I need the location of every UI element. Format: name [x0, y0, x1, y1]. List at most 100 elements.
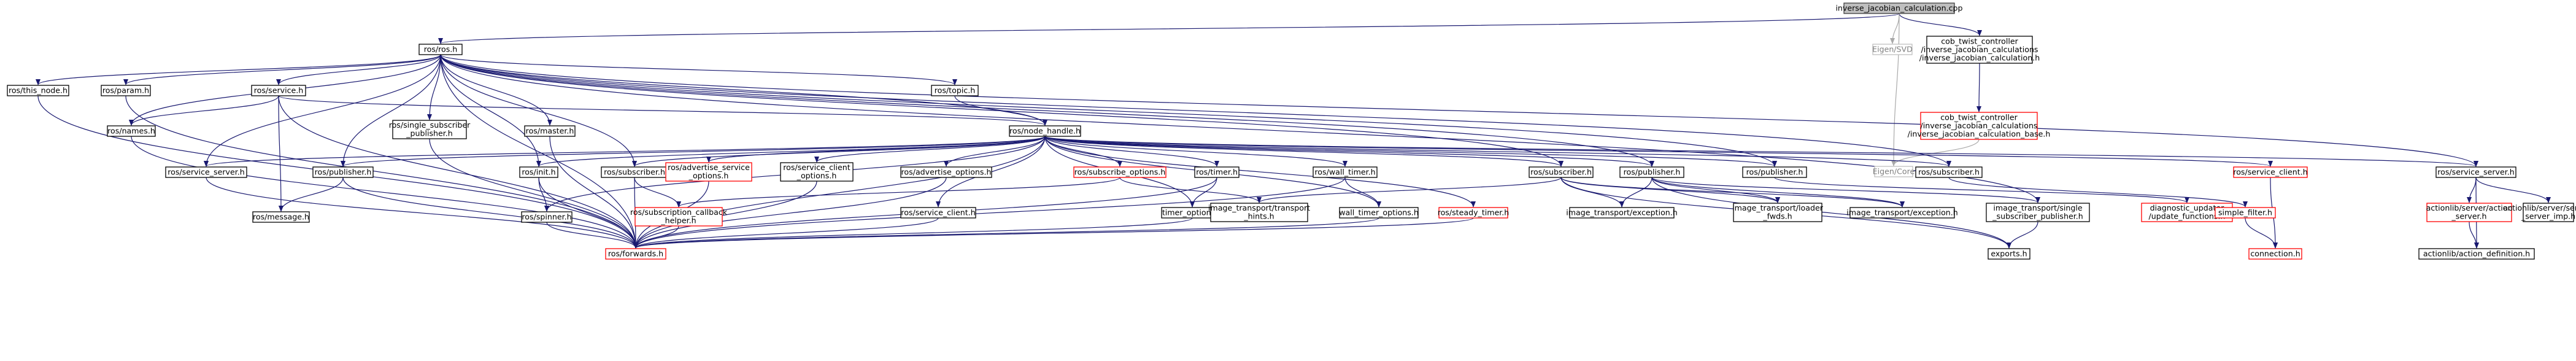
node-label: _options.h — [796, 171, 837, 180]
node-timer-opts[interactable]: timer_options.h — [1161, 207, 1224, 219]
node-param[interactable]: ros/param.h — [101, 85, 151, 96]
node-wall-timer[interactable]: ros/wall_timer.h — [1313, 166, 1378, 178]
node-it-loader-fwds[interactable]: image_transport/loader_fwds.h — [1732, 203, 1824, 222]
node-exports[interactable]: exports.h — [1988, 248, 2030, 260]
node-label: ros/subscription_callback — [630, 208, 728, 217]
node-box — [665, 162, 752, 182]
node-publisher-left[interactable]: ros/publisher.h — [312, 166, 374, 178]
edge-single_sub_pub-to-forwards — [429, 138, 638, 249]
node-label: cob_twist_controller — [1940, 112, 2018, 122]
node-forwards[interactable]: ros/forwards.h — [605, 248, 666, 260]
node-ros-ros[interactable]: ros/ros.h — [418, 44, 463, 55]
node-sub-cb-helper[interactable]: ros/subscription_callback_helper.h — [630, 207, 728, 227]
node-it-publisher[interactable]: ros/publisher.h — [1619, 166, 1684, 178]
node-this-node[interactable]: ros/this_node.h — [7, 85, 69, 96]
node-master[interactable]: ros/master.h — [524, 125, 576, 137]
node-label: Eigen/SVD — [1872, 44, 1913, 53]
edge-node_handle-to-service_client_right — [1044, 136, 2273, 167]
edge-it_subscriber-to-it_exception_b — [1560, 177, 1905, 208]
node-label: actionlib/server/action — [2426, 203, 2513, 212]
node-box — [521, 211, 573, 223]
node-cob-calc-base[interactable]: cob_twist_controller/inverse_jacobian_ca… — [1908, 112, 2051, 140]
node-service-client-opts[interactable]: ros/service_client_options.h — [780, 162, 854, 182]
edge-init-to-spinner — [538, 177, 549, 212]
node-adv-opts[interactable]: ros/advertise_options.h — [900, 166, 992, 178]
node-topic[interactable]: ros/topic.h — [931, 85, 979, 96]
edge-init-to-forwards — [538, 177, 638, 249]
node-it-exception-b[interactable]: image_transport/exception.h — [1846, 207, 1958, 219]
node-eigen-svd[interactable]: Eigen/SVD — [1872, 44, 1913, 55]
node-label: ros/forwards.h — [608, 249, 663, 258]
node-al-action-server[interactable]: actionlib/server/action_server.h — [2426, 203, 2513, 222]
node-label: ros/service_server.h — [2437, 167, 2515, 176]
node-it-transport-hints[interactable]: image_transport/transport_hints.h — [1208, 203, 1310, 222]
node-label: ros/topic.h — [935, 85, 975, 95]
edge-node_handle-to-it_subscriber — [1044, 136, 1564, 167]
node-cob-calc[interactable]: cob_twist_controller/inverse_jacobian_ca… — [1919, 36, 2040, 64]
node-label: ros/subscriber.h — [604, 167, 665, 176]
node-wall-timer-opts[interactable]: wall_timer_options.h — [1339, 207, 1419, 219]
node-service-client-left[interactable]: ros/service_client.h — [900, 207, 976, 219]
edge-subscribe_opts-to-it_transport_hints — [1119, 177, 1262, 203]
node-root[interactable]: inverse_jacobian_calculation.cpp — [1835, 2, 1963, 14]
node-adv-service-opts[interactable]: ros/advertise_service_options.h — [665, 162, 752, 182]
node-label: _fwds.h — [1762, 212, 1792, 221]
node-label: ros/service_client.h — [901, 208, 975, 217]
node-simple-filter[interactable]: simple_filter.h — [2215, 207, 2276, 219]
node-service-server-left[interactable]: ros/service_server.h — [165, 166, 247, 178]
node-it-subscriber[interactable]: ros/subscriber.h — [1529, 166, 1594, 178]
edge-node_handle-to-publisher_left — [341, 136, 1046, 167]
node-steady-timer[interactable]: ros/steady_timer.h — [1438, 207, 1510, 219]
node-box — [931, 85, 979, 96]
edge-ros_ros-to-service — [276, 54, 441, 85]
node-al-action-def[interactable]: actionlib/action_definition.h — [2418, 248, 2535, 260]
node-spinner[interactable]: ros/spinner.h — [521, 211, 573, 223]
node-al-service-server-imp[interactable]: actionlib/server/service_server_imp.h — [2503, 203, 2576, 222]
node-single-sub-pub[interactable]: ros/single_subscriber_publisher.h — [389, 120, 471, 139]
node-box — [252, 211, 310, 223]
node-box — [107, 125, 156, 137]
edge-ros_ros-to-param — [123, 54, 441, 85]
node-eigen-core[interactable]: Eigen/Core — [1873, 166, 1915, 177]
edge-node_handle-to-forwards — [633, 136, 1046, 249]
node-publisher-right[interactable]: ros/publisher.h — [1742, 166, 1807, 178]
node-label: _helper.h — [660, 216, 696, 225]
node-timer[interactable]: ros/timer.h — [1194, 166, 1240, 178]
node-label: image_transport/exception.h — [1846, 208, 1958, 217]
node-connection[interactable]: connection.h — [2248, 248, 2302, 260]
node-label: simple_filter.h — [2218, 208, 2272, 217]
node-label: ros/single_subscriber — [389, 120, 471, 130]
edge-root-to-eigen_core — [1891, 13, 1900, 166]
node-subscriber-left[interactable]: ros/subscriber.h — [601, 166, 668, 178]
node-label: ros/service_server.h — [168, 167, 245, 176]
edge-root-to-ros_ros — [438, 13, 1900, 44]
nodes-layer: inverse_jacobian_calculation.cpp ros/ros.… — [7, 2, 2576, 260]
node-subscribe-opts[interactable]: ros/subscribe_options.h — [1073, 166, 1167, 178]
node-label: ros/advertise_service — [668, 163, 750, 172]
node-label: _server.h — [2451, 212, 2487, 221]
edge-node_handle-to-service_server_right — [1044, 136, 2478, 167]
node-subscriber-right[interactable]: ros/subscriber.h — [1915, 166, 1983, 178]
node-names[interactable]: ros/names.h — [107, 125, 156, 137]
node-it-single-sub-pub[interactable]: image_transport/single_subscriber_publis… — [1986, 203, 2090, 222]
node-box — [1926, 36, 2033, 64]
edge-node_handle-to-service_client_opts — [814, 136, 1046, 163]
node-box — [900, 207, 976, 219]
node-it-exception-a[interactable]: image_transport/exception.h — [1566, 207, 1678, 219]
edge-publisher_right-to-diag_updater — [1774, 177, 2189, 203]
edge-param-to-forwards — [125, 95, 638, 249]
node-label: _hints.h — [1243, 212, 1274, 221]
node-node-handle[interactable]: ros/node_handle.h — [1009, 125, 1081, 137]
node-box — [1194, 166, 1240, 178]
node-init[interactable]: ros/init.h — [519, 166, 558, 178]
edge-service-to-message — [278, 95, 283, 212]
node-box — [2215, 207, 2276, 219]
edge-node_handle-to-service_server_left — [204, 136, 1046, 167]
node-service-client-right[interactable]: ros/service_client.h — [2233, 166, 2308, 178]
node-box — [392, 120, 467, 139]
node-message[interactable]: ros/message.h — [252, 211, 310, 223]
node-service[interactable]: ros/service.h — [251, 85, 306, 96]
node-label: ros/message.h — [253, 212, 309, 221]
node-service-server-right[interactable]: ros/service_server.h — [2435, 166, 2516, 178]
